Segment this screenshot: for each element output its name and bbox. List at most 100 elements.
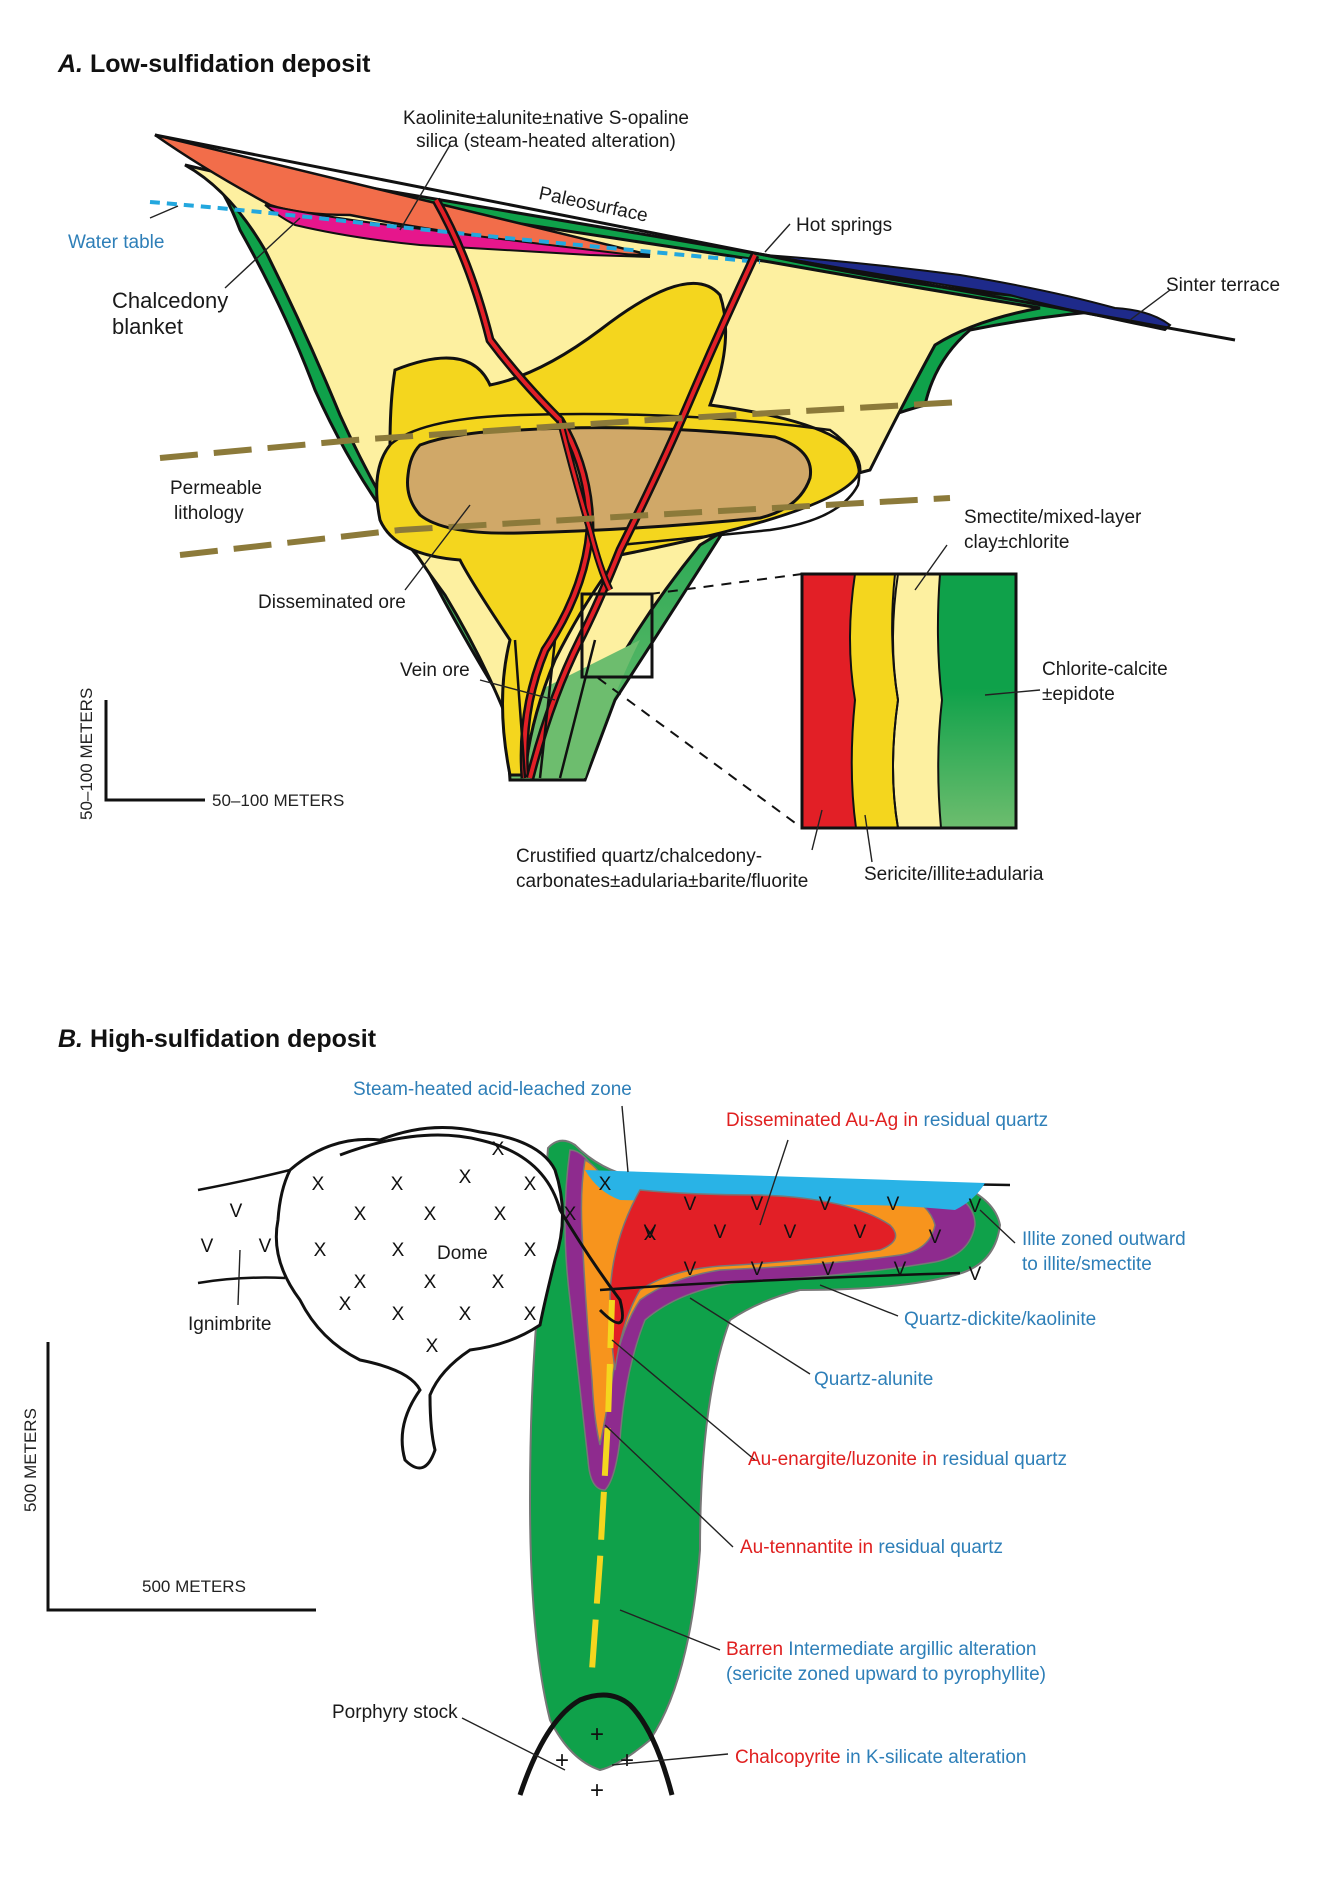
label-chlorite-line2: ±epidote	[1042, 684, 1115, 705]
dome-outline	[274, 1126, 564, 1470]
label-barren-line1: Barren Intermediate argillic alteration	[726, 1639, 1037, 1660]
svg-text:V: V	[259, 1236, 272, 1257]
panel-a-title: A. Low-sulfidation deposit	[57, 50, 371, 78]
label-chalcedony-line2: blanket	[112, 314, 183, 339]
scale-b-horizontal: 500 METERS	[142, 1577, 246, 1596]
detail-locator-box	[580, 592, 654, 679]
panel-a: A. Low-sulfidation deposit	[57, 50, 1280, 892]
svg-text:X: X	[459, 1167, 472, 1188]
dome-symbols: X X X X X X X X X X X X X X X X X X X X …	[312, 1139, 657, 1357]
svg-text:X: X	[392, 1240, 405, 1261]
svg-text:V: V	[894, 1259, 907, 1280]
label-permeable-line1: Permeable	[170, 478, 262, 499]
ignimbrite-top	[197, 1168, 291, 1192]
svg-text:X: X	[392, 1304, 405, 1325]
svg-text:V: V	[684, 1194, 697, 1215]
svg-text:X: X	[524, 1240, 537, 1261]
scale-a-vertical: 50–100 METERS	[77, 688, 96, 820]
label-smectite-line1: Smectite/mixed-layer	[964, 507, 1142, 528]
label-barren-line2: (sericite zoned upward to pyrophyllite)	[726, 1664, 1046, 1685]
label-chalcopyrite: Chalcopyrite in K-silicate alteration	[735, 1747, 1026, 1768]
label-quartz-alunite: Quartz-alunite	[814, 1369, 933, 1390]
svg-text:X: X	[492, 1139, 505, 1160]
svg-text:X: X	[339, 1294, 352, 1315]
svg-text:V: V	[751, 1259, 764, 1280]
sinter-terrace	[764, 254, 1172, 332]
label-hot-springs: Hot springs	[796, 215, 892, 236]
svg-text:X: X	[314, 1240, 327, 1261]
svg-text:+: +	[590, 1721, 604, 1748]
svg-text:+: +	[555, 1747, 569, 1774]
svg-text:X: X	[644, 1224, 657, 1245]
label-disseminated-ore: Disseminated ore	[258, 592, 406, 613]
panel-b: B. High-sulfidation deposit V V V V V	[21, 1025, 1186, 1804]
svg-text:V: V	[929, 1227, 942, 1248]
svg-text:X: X	[564, 1204, 577, 1225]
label-crustified-line1: Crustified quartz/chalcedony-	[516, 846, 762, 867]
porphyry-stock	[517, 1692, 675, 1796]
label-crustified-line2: carbonates±adularia±barite/fluorite	[516, 871, 808, 892]
svg-text:V: V	[684, 1259, 697, 1280]
ignimbrite-symbols: V V V V V V V V V V V V V V V V V V	[201, 1194, 982, 1285]
label-smectite-line2: clay±chlorite	[964, 532, 1069, 553]
svg-text:X: X	[599, 1174, 612, 1195]
svg-text:V: V	[751, 1194, 764, 1215]
svg-text:X: X	[494, 1204, 507, 1225]
svg-text:V: V	[230, 1201, 243, 1222]
svg-text:X: X	[492, 1272, 505, 1293]
svg-text:V: V	[644, 1222, 657, 1243]
svg-text:X: X	[354, 1272, 367, 1293]
label-porphyry-stock: Porphyry stock	[332, 1702, 458, 1723]
svg-text:X: X	[354, 1204, 367, 1225]
label-au-tennantite: Au-tennantite in residual quartz	[740, 1537, 1003, 1558]
permeable-lithology-bottom	[179, 495, 951, 558]
label-chlorite-line1: Chlorite-calcite	[1042, 659, 1168, 680]
panel-b-scale-bar: 500 METERS 500 METERS	[21, 1342, 316, 1612]
label-permeable-line2: lithology	[174, 503, 244, 524]
label-steam-heated: Steam-heated acid-leached zone	[353, 1079, 632, 1100]
detail-inset	[800, 572, 1018, 830]
svg-text:V: V	[819, 1194, 832, 1215]
scale-a-horizontal: 50–100 METERS	[212, 791, 344, 810]
label-ignimbrite: Ignimbrite	[188, 1314, 271, 1335]
panel-b-title: B. High-sulfidation deposit	[58, 1025, 377, 1053]
svg-text:X: X	[424, 1272, 437, 1293]
svg-text:V: V	[784, 1222, 797, 1243]
label-dome: Dome	[437, 1243, 488, 1264]
vein-system	[432, 197, 760, 780]
label-disseminated-au-ag: Disseminated Au-Ag in residual quartz	[726, 1110, 1048, 1131]
label-kaolinite-line2: silica (steam-heated alteration)	[416, 131, 676, 152]
svg-text:V: V	[969, 1264, 982, 1285]
disseminated-ore-body	[406, 426, 813, 535]
label-quartz-dickite: Quartz-dickite/kaolinite	[904, 1309, 1096, 1330]
label-vein-ore: Vein ore	[400, 660, 470, 681]
svg-text:X: X	[426, 1336, 439, 1357]
svg-text:V: V	[854, 1222, 867, 1243]
svg-text:X: X	[524, 1174, 537, 1195]
label-chalcedony-line1: Chalcedony	[112, 288, 228, 313]
label-sinter-terrace: Sinter terrace	[1166, 275, 1280, 296]
svg-text:V: V	[969, 1196, 982, 1217]
label-illite-line1: Illite zoned outward	[1022, 1229, 1186, 1250]
label-kaolinite-line1: Kaolinite±alunite±native S-opaline	[403, 108, 689, 129]
permeable-lithology-top	[159, 399, 961, 461]
water-table-line	[149, 200, 761, 264]
paleosurface-line	[154, 133, 1236, 342]
svg-text:V: V	[714, 1222, 727, 1243]
ignimbrite-bottom	[197, 1276, 286, 1285]
svg-text:X: X	[312, 1174, 325, 1195]
label-illite-line2: to illite/smectite	[1022, 1254, 1152, 1275]
svg-text:X: X	[524, 1304, 537, 1325]
conduit-lower-green	[525, 640, 640, 778]
svg-text:X: X	[391, 1174, 404, 1195]
svg-text:X: X	[424, 1204, 437, 1225]
svg-text:+: +	[620, 1747, 634, 1774]
svg-text:+: +	[590, 1777, 604, 1804]
label-water-table: Water table	[68, 232, 164, 253]
scale-b-vertical: 500 METERS	[21, 1408, 40, 1512]
svg-text:V: V	[887, 1194, 900, 1215]
svg-text:V: V	[822, 1259, 835, 1280]
svg-text:V: V	[201, 1236, 214, 1257]
svg-text:X: X	[459, 1304, 472, 1325]
